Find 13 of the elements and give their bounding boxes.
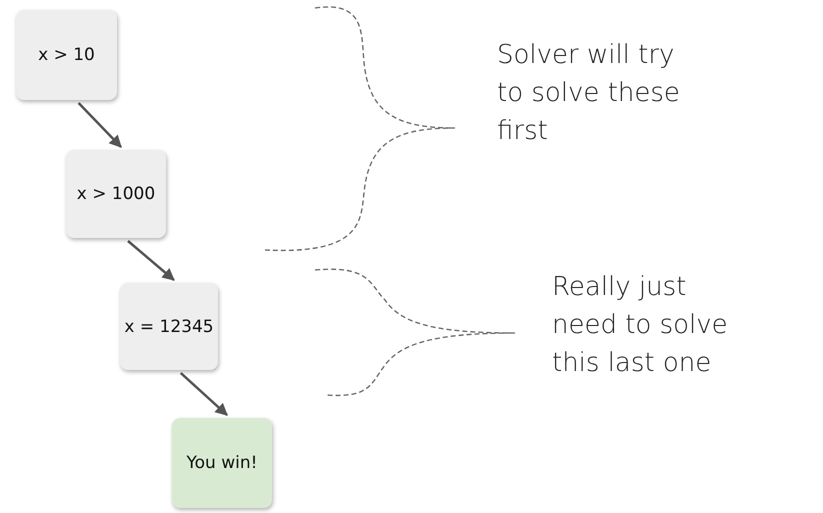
condition-box [66,150,166,238]
goal-box [172,418,272,508]
node-text: You win! [186,453,258,473]
node-text: x = 12345 [124,316,214,336]
condition-box [120,283,218,370]
arrow [78,102,122,148]
arrow [180,372,228,416]
arrow [127,240,175,281]
condition-box [16,10,117,100]
node-text: x > 1000 [76,184,156,204]
annotation-text: Solver will try to solve these first [497,39,681,148]
annotation-text: Really just need to solve this last one [552,271,729,380]
node-text: x > 10 [38,45,95,65]
